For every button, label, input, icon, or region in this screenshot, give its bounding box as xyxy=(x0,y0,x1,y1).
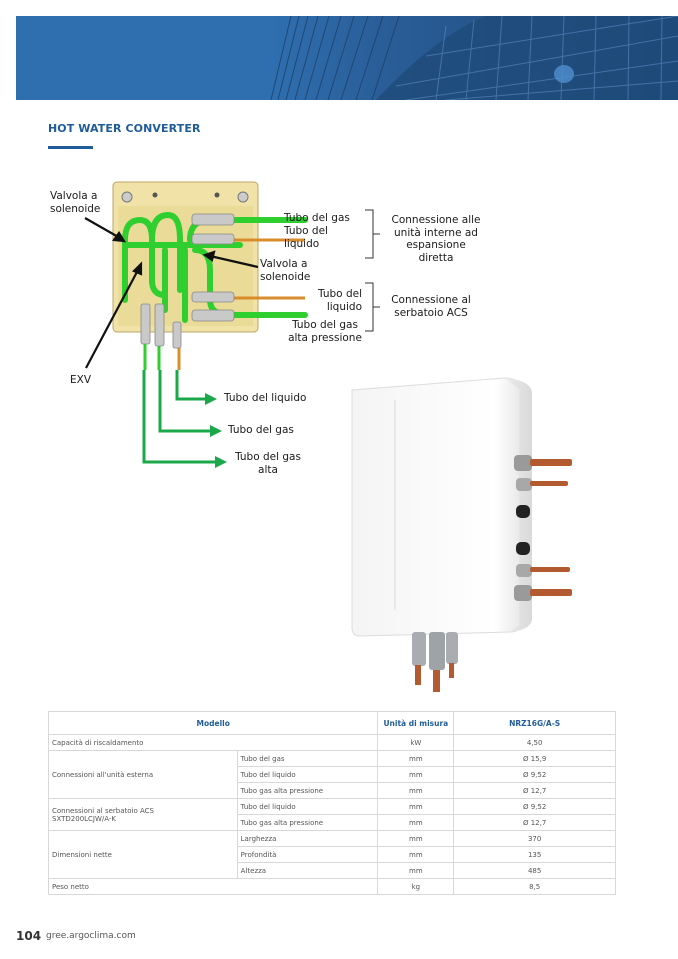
label-down-gas-high: Tubo del gas alta xyxy=(235,451,301,476)
arrow-icon xyxy=(205,393,217,405)
mount-screw xyxy=(121,191,133,203)
pipe-insulation xyxy=(140,213,235,349)
header-unit: Unità di misura xyxy=(377,711,455,735)
footer-url: gree.argoclima.com xyxy=(46,931,136,941)
label-bottom-liquid: Tubo del liquido xyxy=(318,288,362,313)
product-photo xyxy=(340,370,590,695)
internal-pipework-drawing xyxy=(84,181,380,468)
header-model: Modello xyxy=(47,711,379,735)
label-top-liquid: Tubo del liquido xyxy=(284,225,328,250)
arrow-heads xyxy=(205,393,227,468)
header-product: NRZ16G/A-S xyxy=(453,711,616,735)
label-group-indoor: Connessione alle unità interne ad espans… xyxy=(391,214,481,264)
label-solenoid-valve-left: Valvola a solenoide xyxy=(50,190,101,215)
label-bottom-gas-high: Tubo del gas alta pressione xyxy=(288,319,362,344)
label-down-gas: Tubo del gas xyxy=(228,424,294,436)
table-row: Tubo del liquido mm Ø 9,52 xyxy=(49,766,616,783)
hot-water-converter-unit-image xyxy=(351,377,572,692)
pipe-arrows xyxy=(142,370,215,464)
table-row: Tubo gas alta pressione mm Ø 12,7 xyxy=(49,814,616,831)
label-top-gas: Tubo del gas xyxy=(284,212,350,224)
page-number: 104 xyxy=(16,929,42,943)
arrow-icon xyxy=(215,456,227,468)
table-row: Peso netto kg 8,5 xyxy=(47,878,616,895)
table-row: Connessioni al serbatoio ACS SXTD200LCJW… xyxy=(48,798,616,831)
spec-table: Modello Unità di misura NRZ16G/A-S Capac… xyxy=(47,711,616,895)
header-banner-image xyxy=(16,16,678,100)
label-down-liquid: Tubo del liquido xyxy=(224,392,307,404)
label-solenoid-valve-right: Valvola a solenoide xyxy=(260,258,311,283)
mount-screw xyxy=(237,191,249,203)
building-facade-graphic xyxy=(16,16,678,100)
side-pipe-fittings xyxy=(514,455,572,601)
table-header-row: Modello Unità di misura NRZ16G/A-S xyxy=(47,711,616,735)
pipe-connection-diagram: Valvola a solenoide Valvola a solenoide … xyxy=(40,170,520,490)
bottom-pipes xyxy=(143,344,161,370)
section-title: HOT WATER CONVERTER xyxy=(48,122,201,135)
label-exv: EXV xyxy=(70,374,92,386)
group-brackets xyxy=(365,209,380,332)
callout-arrows xyxy=(84,217,259,369)
bottom-pipe-fittings xyxy=(412,632,458,692)
table-row: Dimensioni nette Larghezza mm 370 xyxy=(48,830,616,879)
table-row: Capacità di riscaldamento kW 4,50 xyxy=(47,734,616,751)
label-group-tank: Connessione al serbatoio ACS xyxy=(391,294,471,319)
table-row: Connessioni all'unità esterna Tubo del g… xyxy=(48,750,616,799)
arrow-icon xyxy=(210,425,222,437)
title-underline xyxy=(48,146,93,149)
